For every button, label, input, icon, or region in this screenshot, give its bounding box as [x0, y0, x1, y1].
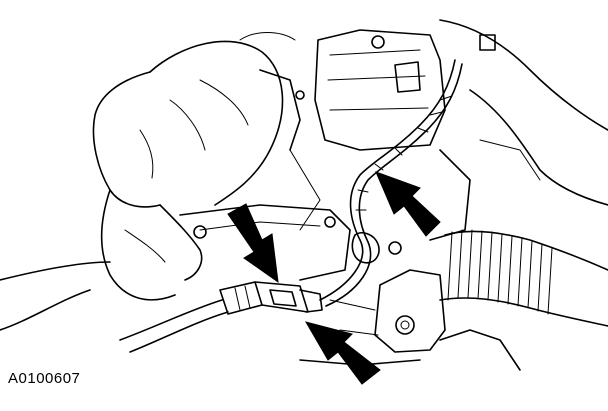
arrow-to-connector-lower	[304, 321, 381, 385]
electrical-connector	[119, 281, 323, 353]
arrow-to-connector-upper	[227, 203, 279, 284]
wiring-harness	[319, 59, 463, 307]
technician-hand	[0, 40, 284, 331]
engine-components	[179, 19, 608, 281]
mounting-bracket	[299, 269, 521, 371]
figure-reference-code: A0100607	[8, 370, 81, 387]
arrow-to-harness-routing	[375, 171, 441, 237]
corrugated-boot	[439, 229, 608, 327]
